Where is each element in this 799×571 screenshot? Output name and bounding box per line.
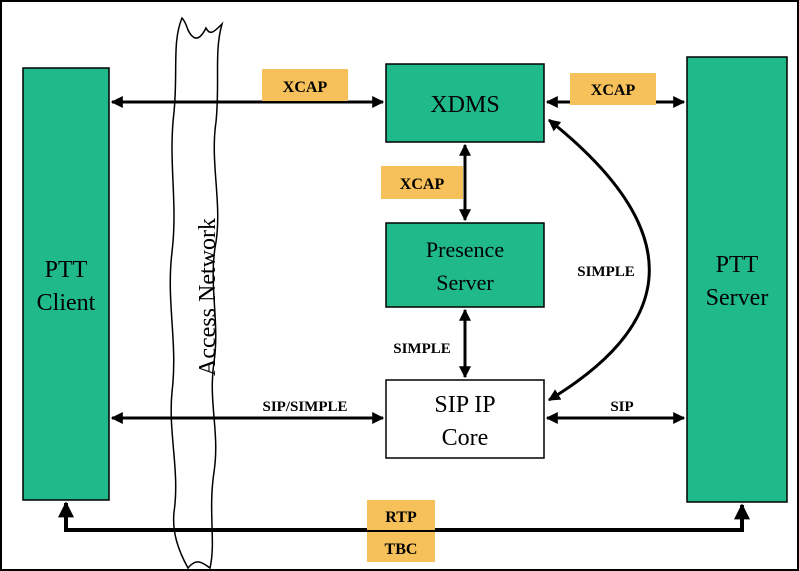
presence-core-label: SIMPLE [393, 341, 451, 357]
presence-server-label-2: Server [436, 270, 494, 295]
ptt-client-box [22, 67, 110, 501]
ptt-server-box [686, 56, 788, 503]
client-core-label: SIP/SIMPLE [262, 399, 347, 415]
client-xdms-label: XCAP [283, 79, 328, 96]
tbc-label: TBC [385, 541, 418, 558]
tbc-label-bg [367, 532, 435, 562]
client-xdms-label-bg [262, 69, 348, 101]
xdms-server-label: XCAP [591, 82, 636, 99]
xdms-presence-label: XCAP [400, 176, 445, 193]
xdms-presence-label-bg [381, 166, 463, 199]
xdms-box [385, 63, 545, 143]
rtp-label: RTP [385, 509, 417, 526]
ptt-client-label-2: Client [37, 290, 96, 316]
ptt-server-label-1: PTT [716, 252, 759, 278]
xdms-server-label-bg [570, 73, 656, 105]
access-network-label: Access Network [195, 218, 221, 376]
presence-server-box [385, 222, 545, 308]
rtp-label-bg [367, 500, 435, 530]
access-network-cloud [169, 16, 224, 569]
ptt-server-label-2: Server [706, 285, 769, 311]
ptt-client-label-1: PTT [45, 257, 88, 283]
xdms-core-curve-arrow [547, 118, 651, 402]
sip-ip-core-label-2: Core [442, 425, 489, 451]
core-server-label: SIP [610, 399, 633, 415]
sip-ip-core-label-1: SIP IP [434, 392, 495, 418]
xdms-core-label: SIMPLE [577, 264, 635, 280]
presence-server-label-1: Presence [426, 237, 504, 262]
xdms-label: XDMS [430, 92, 499, 118]
sip-ip-core-box [385, 379, 545, 459]
